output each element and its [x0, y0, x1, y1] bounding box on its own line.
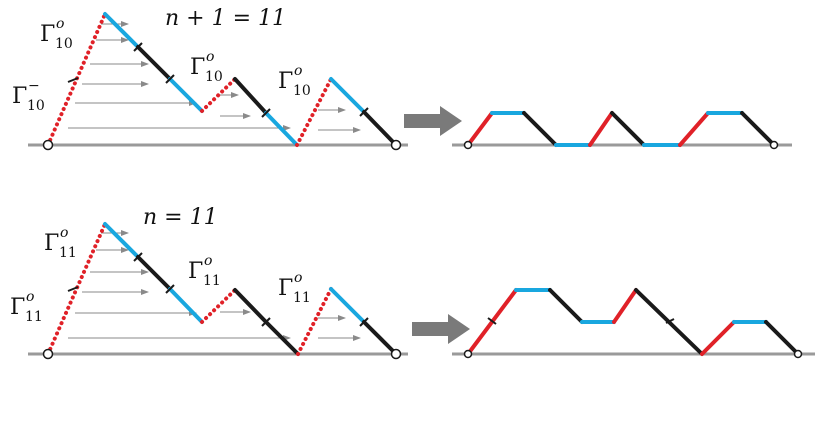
- bottom-left-start-node: [42, 348, 54, 360]
- svg-text:Γ: Γ: [278, 276, 293, 301]
- bottom-left-path: [46, 222, 398, 356]
- svg-text:11: 11: [293, 290, 311, 306]
- bottom-equation: n = 11: [143, 205, 218, 230]
- bottom-panel: n = 11 Γ o 11 Γ o 11 Γ o 11 Γ o 11: [10, 205, 815, 360]
- svg-text:−: −: [28, 78, 40, 94]
- svg-text:10: 10: [55, 36, 73, 52]
- top-right-path: [466, 111, 776, 147]
- bottom-tick-marks: [67, 252, 369, 327]
- bottom-label-1: Γ o 11: [44, 225, 77, 261]
- svg-text:Γ: Γ: [188, 259, 203, 284]
- svg-text:o: o: [206, 49, 214, 65]
- svg-text:o: o: [26, 289, 34, 305]
- top-left-start-node: [42, 139, 54, 151]
- top-label-3: Γ o 10: [278, 63, 311, 99]
- svg-text:o: o: [294, 63, 302, 79]
- bottom-right-end-node: [793, 349, 803, 359]
- top-blue-fall-4: [329, 77, 366, 114]
- top-red-dotted-rise-3: [295, 77, 333, 147]
- top-panel: n + 1 = 11 Γ o 10 Γ o 10 Γ o 10 Γ − 10: [12, 6, 792, 151]
- svg-text:o: o: [60, 225, 68, 241]
- bottom-label-2: Γ o 11: [188, 253, 221, 289]
- svg-text:11: 11: [25, 309, 43, 325]
- bottom-transfer-arrows: [68, 230, 361, 341]
- top-label-4: Γ − 10: [12, 78, 45, 114]
- top-transfer-arrows: [68, 21, 361, 133]
- top-blue-fall-3: [264, 111, 299, 147]
- svg-text:Γ: Γ: [10, 295, 25, 320]
- top-left-end-node: [390, 139, 402, 151]
- top-black-fall-1: [136, 45, 172, 81]
- bottom-right-tick-marks: [487, 317, 675, 325]
- top-blue-fall-1: [103, 12, 140, 49]
- top-black-fall-3: [362, 110, 398, 147]
- top-label-2: Γ o 10: [190, 49, 223, 85]
- bottom-label-3: Γ o 11: [278, 270, 311, 306]
- svg-text:o: o: [294, 270, 302, 286]
- top-big-arrow: [404, 106, 462, 136]
- svg-text:10: 10: [205, 69, 223, 85]
- bottom-right-start-node: [463, 349, 473, 359]
- bottom-big-arrow: [412, 314, 470, 344]
- svg-text:10: 10: [27, 98, 45, 114]
- svg-text:Γ: Γ: [190, 55, 205, 80]
- bottom-label-4: Γ o 11: [10, 289, 43, 325]
- svg-text:Γ: Γ: [44, 231, 59, 256]
- svg-text:Γ: Γ: [278, 69, 293, 94]
- top-right-end-node: [769, 140, 779, 150]
- svg-text:o: o: [56, 16, 64, 32]
- top-red-dotted-rise-2: [200, 77, 237, 113]
- svg-text:Γ: Γ: [40, 22, 55, 47]
- top-equation: n + 1 = 11: [165, 6, 286, 31]
- top-right-start-node: [463, 140, 473, 150]
- top-black-fall-2: [233, 77, 268, 115]
- bottom-right-path: [466, 288, 800, 356]
- svg-text:Γ: Γ: [12, 84, 27, 109]
- top-label-1: Γ o 10: [40, 16, 73, 52]
- bottom-left-end-node: [390, 348, 402, 360]
- svg-text:11: 11: [203, 273, 221, 289]
- svg-text:11: 11: [59, 245, 77, 261]
- top-blue-fall-2: [168, 77, 204, 113]
- top-tick-marks: [67, 42, 369, 118]
- svg-text:o: o: [204, 253, 212, 269]
- svg-text:10: 10: [293, 83, 311, 99]
